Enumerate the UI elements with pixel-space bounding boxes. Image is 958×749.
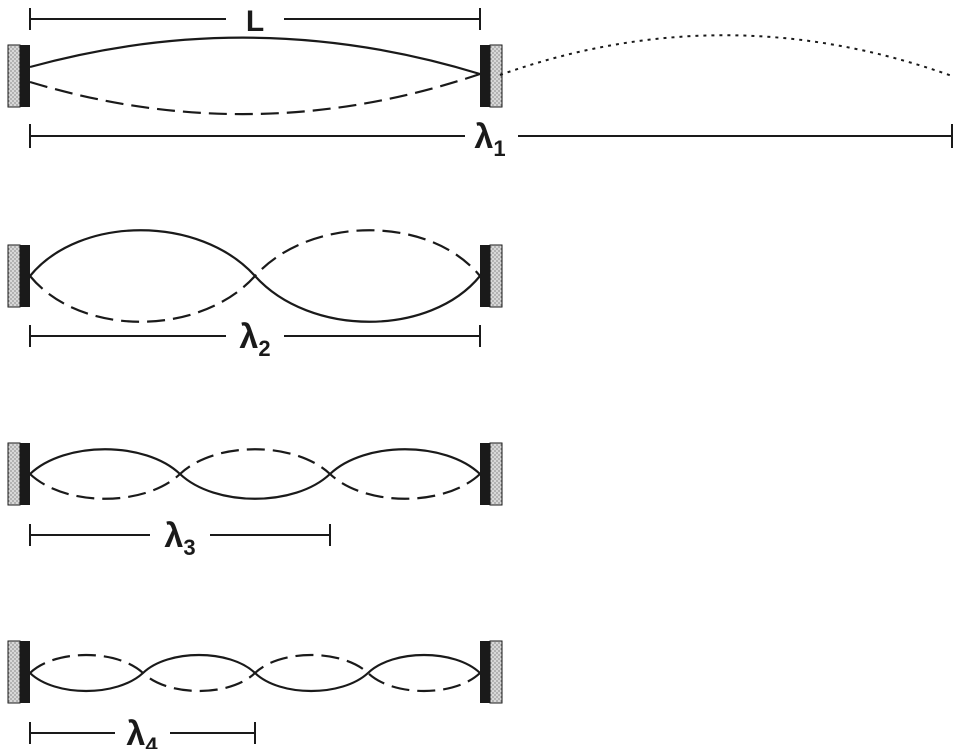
mode-2: λ2 (7, 229, 503, 361)
mode-4: λ4 (7, 640, 503, 749)
left-wall (7, 244, 30, 308)
right-wall (480, 244, 503, 308)
left-wall (7, 44, 30, 108)
left-wall (7, 640, 30, 704)
wavelength-dimension-4: λ4 (29, 715, 256, 749)
wave-dashed (29, 448, 481, 500)
wave-solid (29, 448, 481, 500)
wave-dashed (29, 72, 481, 116)
wavelength-label-4: λ4 (126, 715, 158, 749)
mode-3: λ3 (7, 442, 503, 560)
right-wall (480, 44, 503, 108)
wavelength-label-2: λ2 (239, 318, 270, 361)
wave-dashed (29, 229, 481, 323)
mode-1: L λ1 (7, 5, 953, 161)
wave-dotted-extension (499, 34, 953, 77)
wavelength-label-3: λ3 (164, 517, 195, 560)
wave-solid (29, 36, 481, 76)
length-label: L (246, 5, 264, 38)
wavelength-label-1: λ1 (474, 118, 505, 161)
wavelength-dimension-1: λ1 (29, 118, 953, 161)
left-wall (7, 442, 30, 506)
length-dimension: L (29, 5, 481, 38)
wavelength-dimension-3: λ3 (29, 517, 331, 560)
right-wall (480, 442, 503, 506)
wavelength-dimension-2: λ2 (29, 318, 481, 361)
right-wall (480, 640, 503, 704)
wave-dashed (29, 653, 481, 693)
